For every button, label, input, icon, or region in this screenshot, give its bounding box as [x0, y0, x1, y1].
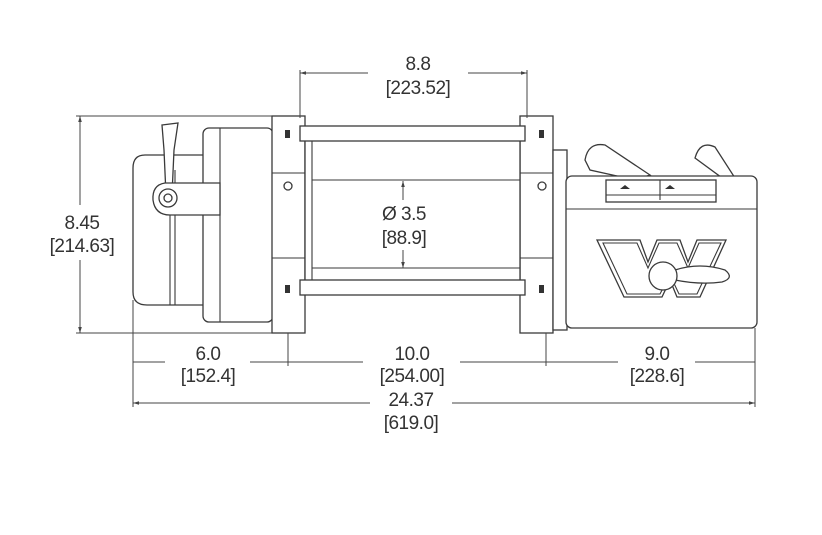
tie-bar-top — [299, 125, 526, 142]
motor-length-in: 6.0 — [196, 344, 221, 365]
control-length-in: 9.0 — [645, 344, 670, 365]
warn-logo — [595, 239, 730, 298]
dimension-lines — [76, 70, 756, 407]
drum — [304, 139, 521, 282]
control-length-mm: [228.6] — [630, 366, 685, 387]
drum-diameter-mm: [88.9] — [382, 228, 427, 249]
mount-spacing-in: 10.0 — [395, 344, 430, 365]
winch-body — [132, 115, 758, 334]
drum-length-in: 8.8 — [406, 54, 431, 75]
tie-bar-bottom — [299, 279, 526, 296]
motor-length-mm: [152.4] — [181, 366, 236, 387]
drum-length-mm: [223.52] — [386, 78, 451, 99]
left-end-plate — [271, 115, 306, 334]
control-display — [605, 179, 717, 203]
drum-diameter-in: Ø 3.5 — [382, 204, 426, 225]
right-end-plate — [519, 115, 554, 334]
overall-length-in: 24.37 — [388, 390, 433, 411]
handle-right — [694, 144, 737, 181]
height-mm: [214.63] — [50, 236, 115, 257]
gear-housing — [202, 127, 274, 323]
mount-spacing-mm: [254.00] — [380, 366, 445, 387]
overall-length-mm: [619.0] — [384, 413, 439, 434]
handle-left — [584, 143, 652, 181]
height-in: 8.45 — [65, 213, 100, 234]
